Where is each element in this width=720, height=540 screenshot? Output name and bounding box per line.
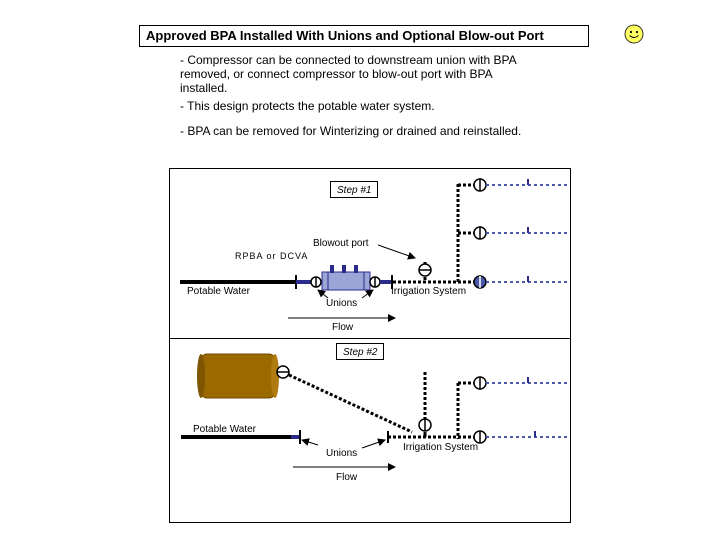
step2-zone-valve-1 (473, 376, 487, 390)
step1-potable-water-label: Potable Water (187, 286, 250, 297)
step2-zone-valve-2 (473, 430, 487, 444)
step1-flow-label: Flow (332, 322, 354, 333)
step2-label: Step #2 (336, 343, 385, 360)
step2-blowout-port (418, 418, 432, 432)
step1-bpa-valve (321, 265, 371, 291)
step2-compressor-port (276, 365, 290, 379)
step1-blowout-port-label: Blowout port (313, 238, 369, 249)
step1-union-left (310, 276, 322, 288)
step1-blowout-port (418, 263, 432, 277)
note-compressor: - Compressor can be connected to downstr… (180, 53, 516, 95)
step2-irrigation-label: Irrigation System (403, 442, 479, 453)
step2-flow-label: Flow (336, 472, 358, 483)
step1-irrigation-label: Irrigation System (391, 286, 467, 297)
step2-compressor-tank (197, 353, 279, 399)
step1-label: Step #1 (330, 181, 379, 198)
diagram-frame (169, 168, 571, 523)
step2-unions-label: Unions (326, 448, 358, 459)
step1-rpba-label: RPBA or DCVA (235, 251, 309, 261)
step2-potable-water-label: Potable Water (193, 424, 256, 435)
step1-unions-label: Unions (326, 298, 358, 309)
step1-zone-valve-1 (473, 178, 487, 192)
note-protects: - This design protects the potable water… (180, 99, 435, 113)
diagram-divider (169, 338, 571, 339)
step1-zone-valve-2 (473, 226, 487, 240)
smiley-icon (624, 24, 644, 44)
note-winterizing: - BPA can be removed for Winterizing or … (180, 124, 522, 138)
page-title: Approved BPA Installed With Unions and O… (139, 25, 589, 47)
step1-zone-valve-3 (473, 275, 487, 289)
step1-union-right (369, 276, 381, 288)
